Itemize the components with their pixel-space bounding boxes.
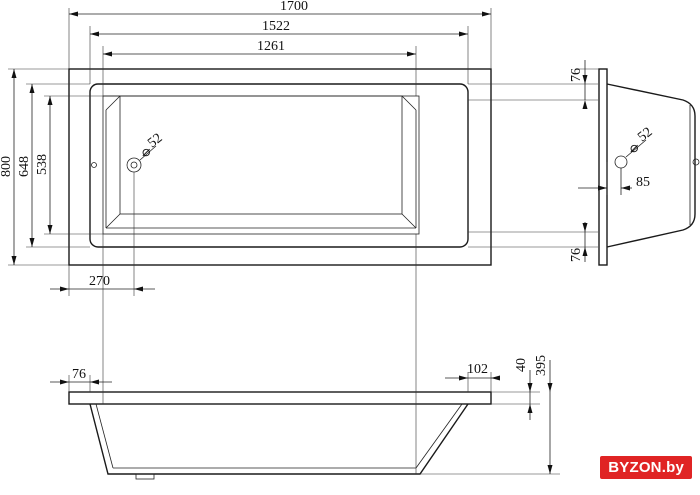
- top-view-basin-bottom: [119, 95, 403, 215]
- front-view-body: [89, 403, 469, 475]
- front-rim-right-label: 102: [467, 362, 488, 377]
- side-rim-bottom-label: 76: [569, 248, 584, 262]
- side-drain-diameter-symbol: ⌀: [630, 141, 638, 156]
- side-rim-top-label: 76: [569, 68, 584, 82]
- bottom-width-label: 538: [35, 154, 50, 175]
- top-view-outer-rim: [68, 68, 492, 266]
- drain-diameter-symbol: ⌀: [142, 145, 150, 160]
- top-view-inner-rim: [89, 83, 469, 248]
- side-drain-offset-label: 85: [636, 175, 650, 190]
- front-small-height-label: 40: [514, 358, 529, 372]
- inner-top-length-label: 1522: [262, 19, 290, 34]
- top-view-basin: [102, 95, 420, 235]
- front-rim-left-label: 76: [72, 367, 86, 382]
- overall-length-label: 1700: [280, 0, 308, 14]
- side-overflow-icon: [692, 158, 700, 166]
- inner-width-label: 648: [17, 156, 32, 177]
- side-view-rim: [598, 68, 608, 266]
- front-view: 76 102 40 395: [50, 234, 560, 480]
- side-view: ⌀ 52 85 76 76: [569, 60, 700, 266]
- side-drain-icon: [614, 155, 628, 169]
- front-view-rim: [68, 391, 492, 405]
- overall-width-label: 800: [0, 156, 14, 177]
- top-view: ⌀ 52 1700 1522 1261 800 648: [0, 0, 598, 296]
- drain-offset-label: 270: [89, 274, 110, 289]
- drain-icon: [126, 157, 142, 173]
- front-height-label: 395: [534, 355, 549, 376]
- overflow-icon: [91, 162, 97, 168]
- side-view-body: [606, 83, 696, 248]
- watermark-logo: BYZON.by: [600, 456, 692, 479]
- inner-bottom-length-label: 1261: [257, 39, 285, 54]
